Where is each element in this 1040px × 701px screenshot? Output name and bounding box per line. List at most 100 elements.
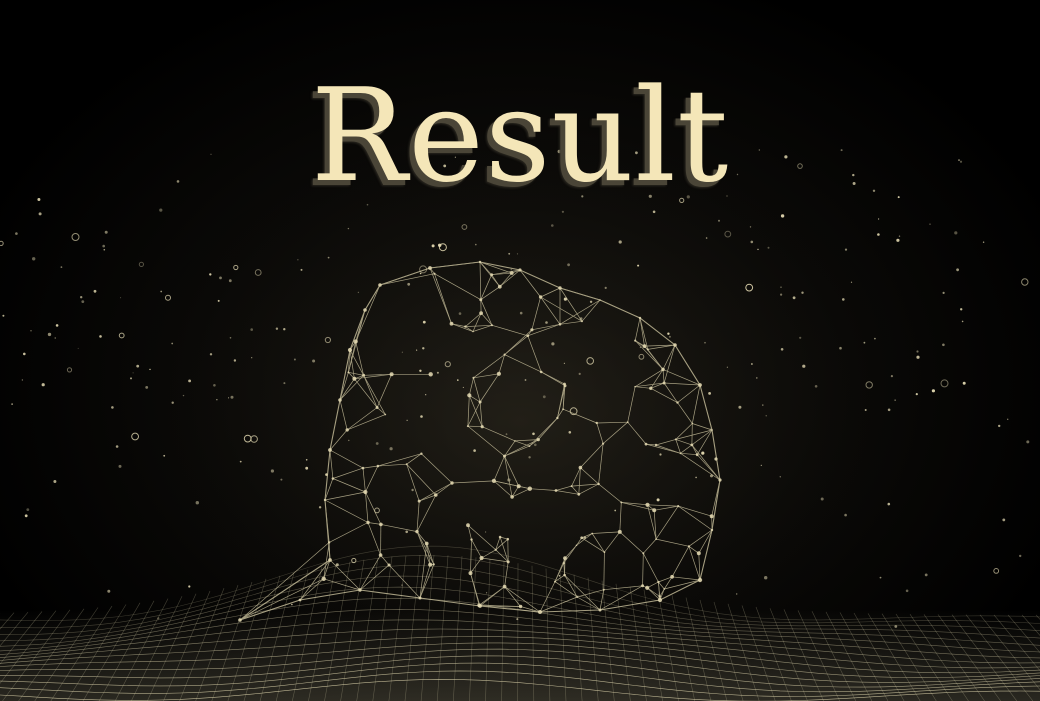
mesh-line [355, 284, 381, 342]
mesh-node [376, 464, 380, 468]
particle [667, 332, 670, 335]
mesh-line [359, 564, 390, 591]
particle [686, 195, 690, 199]
particle [250, 435, 258, 443]
mesh-line [603, 585, 643, 591]
mesh-node [661, 367, 665, 372]
mesh-line [339, 378, 355, 401]
particle [659, 453, 662, 456]
mesh-line [635, 386, 651, 389]
particle [639, 346, 641, 348]
particle [401, 584, 403, 586]
mesh-node [361, 466, 365, 470]
particle [726, 366, 729, 368]
mesh-line [680, 453, 721, 481]
particle-field [0, 149, 1030, 628]
mesh-line [467, 425, 505, 457]
particle [508, 252, 511, 255]
particle [736, 593, 738, 595]
particle [637, 264, 640, 267]
mesh-node [420, 452, 423, 455]
particle [780, 286, 782, 288]
mesh-line [346, 407, 378, 431]
particle [217, 299, 220, 302]
particle [956, 268, 959, 272]
particle [878, 218, 880, 220]
mesh-line [365, 491, 382, 525]
mesh-line [596, 421, 628, 424]
mesh-line [559, 299, 601, 325]
particle [419, 272, 422, 275]
particle [233, 264, 239, 271]
particle [718, 219, 720, 222]
particle [929, 223, 931, 225]
particle [1019, 554, 1022, 558]
mesh-node [654, 443, 658, 447]
mesh-line [493, 455, 505, 482]
particle [2, 314, 5, 317]
particle [431, 244, 435, 248]
particle [652, 210, 656, 214]
particle [568, 431, 572, 434]
particle [896, 238, 900, 242]
mesh-line [688, 529, 713, 547]
mesh-line [479, 261, 512, 274]
mesh-line [367, 522, 381, 556]
mesh-node [428, 372, 433, 377]
particle [750, 240, 754, 244]
particle [165, 294, 171, 301]
mesh-line [324, 499, 369, 523]
particle [23, 352, 26, 356]
mesh-node [466, 523, 470, 528]
particle [324, 336, 331, 344]
mesh-line [388, 564, 421, 599]
particle [375, 442, 379, 445]
mesh-line [504, 440, 516, 457]
mesh-line [491, 274, 501, 287]
mesh-node [645, 502, 650, 507]
mesh-line [363, 375, 378, 408]
mesh-line [696, 429, 713, 455]
particle [638, 353, 645, 360]
particle [915, 393, 918, 396]
mesh-line [647, 504, 679, 507]
mesh-node [415, 529, 419, 534]
particle [228, 279, 232, 283]
mesh-line [647, 581, 659, 589]
particle [887, 408, 891, 412]
mesh-line [416, 501, 420, 532]
mesh-node [677, 505, 680, 508]
mesh-line [511, 486, 519, 498]
mesh-node [554, 580, 556, 583]
mesh-line [480, 299, 493, 326]
particle [557, 149, 561, 154]
mesh-node [480, 425, 484, 429]
mesh-node [323, 498, 327, 502]
mesh-node [389, 372, 394, 377]
particle [293, 358, 296, 361]
mesh-line [538, 417, 558, 440]
particle [458, 312, 462, 315]
mesh-line [365, 465, 379, 493]
mesh-node [662, 381, 666, 385]
particle [254, 269, 262, 276]
particle [510, 268, 513, 271]
particle [420, 415, 423, 418]
particle [210, 153, 212, 155]
mesh-line [379, 273, 435, 286]
particle [103, 248, 106, 251]
particle [411, 488, 414, 492]
mesh-node [649, 386, 653, 390]
particle [37, 198, 41, 201]
mesh-line [554, 574, 565, 582]
particle [60, 266, 63, 268]
page-title: Result [310, 62, 730, 211]
mesh-node [687, 545, 691, 548]
particle [335, 563, 339, 567]
mesh-line [467, 525, 472, 540]
mesh-line [677, 384, 701, 403]
particle [581, 195, 584, 198]
particle [558, 575, 561, 577]
particle [844, 248, 848, 251]
